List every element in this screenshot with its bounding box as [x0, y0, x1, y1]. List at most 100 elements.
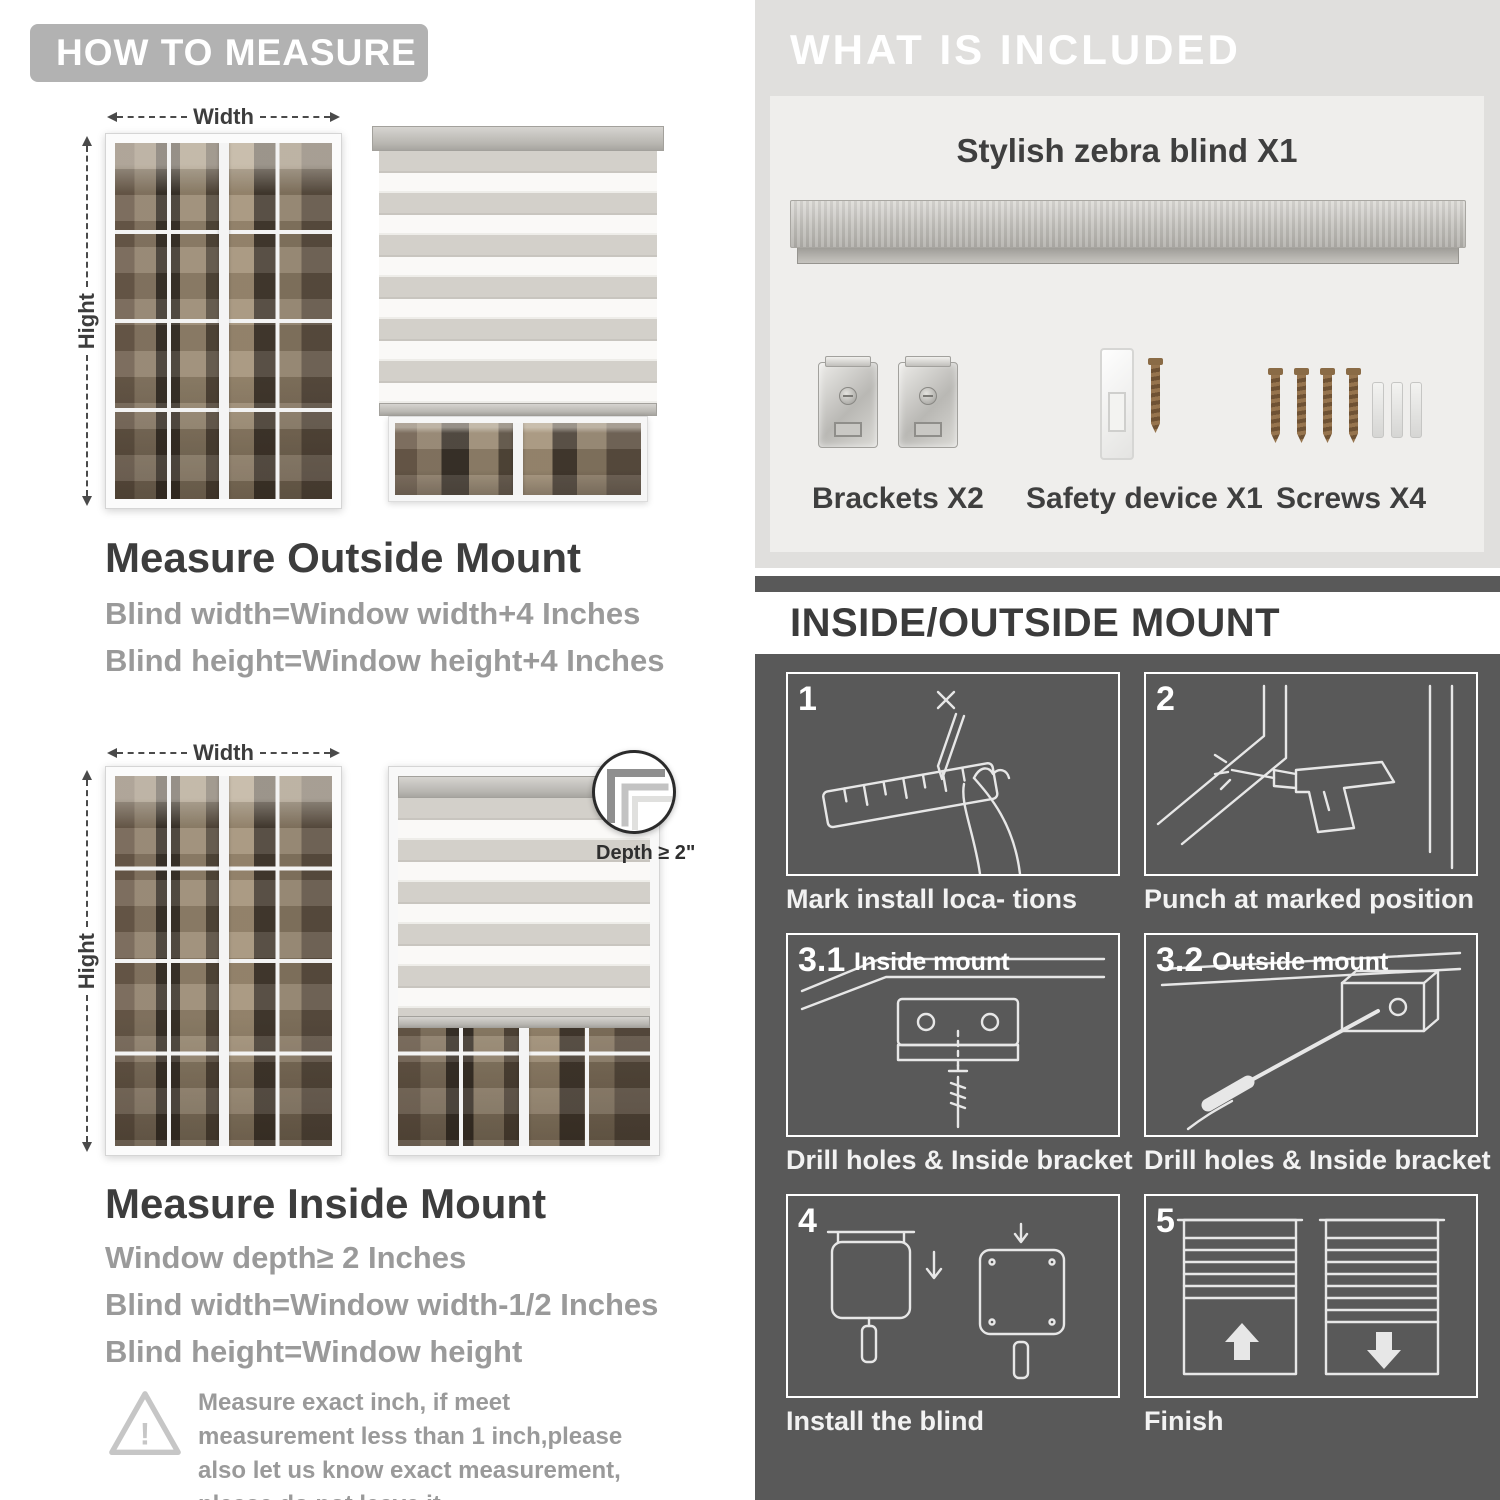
safety-device-icon [1100, 348, 1134, 460]
width-label: Width [193, 104, 254, 129]
depth-label: Depth ≥ 2" [596, 842, 696, 864]
height-arrow-inside: Hight [74, 770, 99, 1153]
screw-head [1320, 368, 1335, 375]
step-number: 1 [798, 680, 817, 718]
mark-locations-illustration [822, 690, 1022, 874]
zebra-blind-inside-figure [398, 776, 650, 1028]
window-glass [115, 143, 332, 499]
step-1: 1 Mark install loca- tions [786, 672, 1120, 915]
warning-exclamation: ! [140, 1417, 150, 1452]
width-arrow-outside: Width [107, 104, 341, 129]
depth-magnifier [592, 750, 676, 834]
screw-shaft [1349, 375, 1358, 443]
dashed-line [86, 355, 88, 497]
window-glass [395, 423, 641, 495]
dashed-line [117, 752, 188, 754]
dashed-line [117, 116, 188, 118]
step-4-caption: Install the blind [786, 1406, 985, 1436]
step-number: 5 [1156, 1202, 1175, 1240]
how-to-measure-header: HOW TO MEASURE [30, 24, 428, 82]
height-label: Hight [74, 292, 99, 350]
blind-label: Stylish zebra blind X1 [956, 132, 1298, 169]
outside-mount-title: Measure Outside Mount [105, 534, 582, 581]
bracket-tab [825, 356, 871, 367]
bracket-screw [919, 387, 937, 405]
zebra-blind-outside-figure [372, 126, 664, 514]
step-number: 2 [1156, 680, 1175, 718]
height-arrow-outside: Hight [74, 136, 99, 507]
step-4: 4 Install the blind [786, 1194, 1120, 1437]
outside-formula-width: Blind width=Window width+4 Inches [105, 596, 641, 631]
step-sub-label: Inside mount [854, 948, 1010, 976]
step-1-panel: 1 [786, 672, 1120, 876]
blind-bottom-rail [379, 403, 657, 416]
step-sub-label: Outside mount [1212, 948, 1389, 976]
brackets-label: Brackets X2 [812, 482, 984, 515]
mount-header: INSIDE/OUTSIDE MOUNT [790, 601, 1281, 645]
step-3-2-caption: Drill holes & Inside bracket [1144, 1145, 1491, 1175]
window-photo-inside [105, 766, 342, 1156]
arrow-right-icon [330, 748, 341, 758]
window-peek-below-blind [388, 416, 648, 502]
blind-fabric-stripes [398, 798, 650, 1016]
anchors-group [1372, 382, 1422, 438]
screw-head [1294, 368, 1309, 375]
window-photo-outside [105, 133, 342, 509]
dashed-line [86, 995, 88, 1143]
dashed-line [86, 146, 88, 287]
screw-head [1148, 358, 1163, 365]
inside-mount-title: Measure Inside Mount [105, 1180, 547, 1227]
arrow-up-icon [82, 136, 92, 146]
step-2-caption: Punch at marked position [1144, 884, 1475, 914]
dashed-line [86, 780, 88, 927]
step-2: 2 Punch at marked position [1144, 672, 1478, 915]
inside-bracket-illustration [800, 957, 1106, 1129]
step-3-1-panel: 3.1 Inside mount [786, 933, 1120, 1137]
headrail-lip [797, 248, 1459, 264]
dashed-line [259, 116, 331, 118]
wall-anchor-icon [1372, 382, 1384, 438]
blind-fabric-stripes [379, 151, 657, 403]
screw-icon [1148, 358, 1163, 433]
inside-formula-depth: Window depth≥ 2 Inches [105, 1240, 467, 1275]
bracket-icon [898, 356, 958, 448]
step-2-panel: 2 [1144, 672, 1478, 876]
arrow-down-icon [82, 496, 92, 507]
warning-icon: ! [106, 1386, 184, 1464]
step-number: 3.2 [1156, 941, 1204, 979]
arrow-down-icon [82, 1142, 92, 1153]
included-header: WHAT IS INCLUDED [790, 26, 1241, 73]
step-3-2-panel: 3.2 Outside mount [1144, 933, 1478, 1137]
inside-formula-height: Blind height=Window height [105, 1334, 523, 1369]
step-3-1-caption: Drill holes & Inside bracket [786, 1145, 1133, 1175]
height-label: Hight [74, 932, 99, 990]
dashed-line [259, 752, 331, 754]
screws-icons [1268, 368, 1422, 443]
screw-shaft [1323, 375, 1332, 443]
screw-shaft [1151, 365, 1160, 433]
window-center-bar [218, 776, 229, 1146]
frame-corner-icon [607, 769, 672, 830]
drill-illustration [1156, 684, 1454, 870]
step-1-caption: Mark install loca- tions [786, 884, 1078, 914]
screws-label: Screws X4 [1276, 482, 1427, 515]
warning-triangle-icon: ! [109, 1391, 181, 1455]
screw-head [1346, 368, 1361, 375]
screw-head [1268, 368, 1283, 375]
headrail-cassette [790, 200, 1466, 248]
inside-mount-window-figure [388, 766, 660, 1156]
window-center-bar [218, 143, 229, 499]
screw-icon [1346, 368, 1361, 443]
step-3-2: 3.2 Outside mount Drill holes & Inside b… [1144, 933, 1491, 1176]
screw-icon [1268, 368, 1283, 443]
step-5-panel: 5 [1144, 1194, 1478, 1398]
bracket-slot [834, 422, 862, 437]
included-card [770, 96, 1484, 552]
install-blind-illustration [826, 1222, 1066, 1380]
arrow-left-icon [107, 112, 117, 122]
safety-device-label: Safety device X1 [1026, 482, 1263, 515]
outside-formula-height: Blind height=Window height+4 Inches [105, 643, 665, 678]
arrow-up-icon [82, 770, 92, 780]
width-label: Width [193, 740, 254, 765]
